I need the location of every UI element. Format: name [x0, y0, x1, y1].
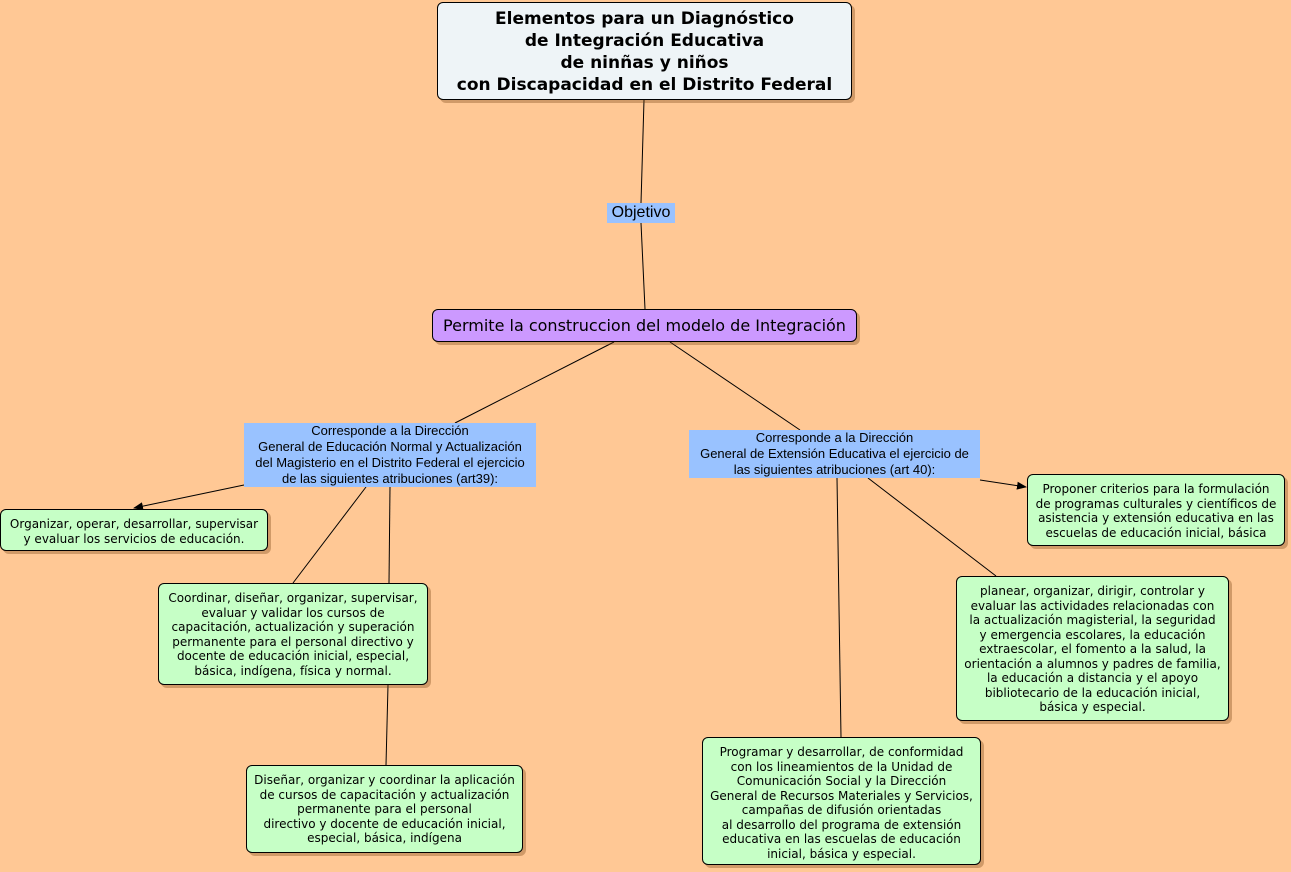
edge-task-2-to-task-3: [385, 684, 389, 766]
diagram-title-node[interactable]: Elementos para un Diagnóstico de Integra…: [437, 2, 852, 100]
left-branch-heading: Corresponde a la Dirección General de Ed…: [244, 423, 536, 487]
edge-right-branch-to-task-3: [836, 477, 842, 738]
right-task-node-3[interactable]: Programar y desarrollar, de conformidad …: [702, 737, 981, 865]
left-task-node-2[interactable]: Coordinar, diseñar, organizar, supervisa…: [158, 583, 428, 685]
edge-purpose-to-left-branch: [454, 341, 615, 424]
left-task-node-1[interactable]: Organizar, operar, desarrollar, supervis…: [0, 509, 268, 551]
purpose-node[interactable]: Permite la construccion del modelo de In…: [432, 309, 857, 342]
right-branch-heading: Corresponde a la Dirección General de Ex…: [689, 430, 980, 478]
right-task-node-1[interactable]: Proponer criterios para la formulación d…: [1027, 474, 1285, 546]
edge-purpose-to-right-branch: [669, 341, 801, 431]
edge-title-to-objetivo: [640, 99, 645, 204]
edge-left-branch-to-task-2: [292, 486, 367, 584]
edge-left-branch-to-task-1: [133, 484, 245, 511]
edge-right-branch-to-task-1: [979, 479, 1027, 490]
edge-right-branch-to-task-2: [867, 477, 997, 577]
linking-phrase-objetivo: Objetivo: [607, 203, 675, 223]
edge-left-branch-to-task-2b: [388, 486, 391, 584]
edge-objetivo-to-purpose: [640, 222, 646, 310]
left-task-node-3[interactable]: Diseñar, organizar y coordinar la aplica…: [246, 765, 523, 853]
right-task-node-2[interactable]: planear, organizar, dirigir, controlar y…: [956, 576, 1229, 721]
